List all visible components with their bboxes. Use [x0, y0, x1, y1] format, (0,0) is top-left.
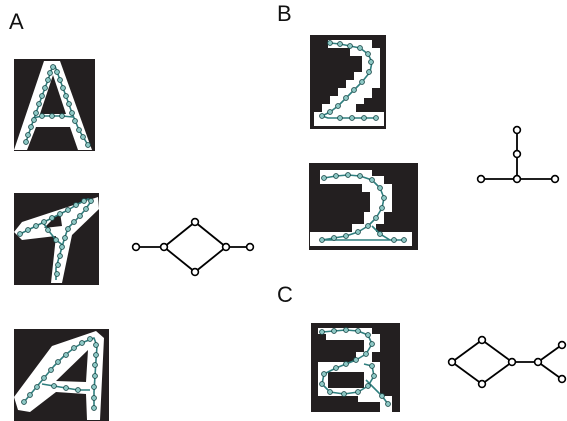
- graph-a-diamond: [131, 217, 255, 277]
- panel-label-c: C: [277, 282, 293, 307]
- graph-c-double-diamond: [447, 335, 567, 389]
- panel-label-a: A: [9, 9, 24, 34]
- digit-2-rotated-image: [309, 163, 418, 250]
- letter-a-slanted-image: [14, 329, 109, 421]
- digit-2-image: [310, 35, 386, 129]
- letter-a-rotated-image: [14, 193, 99, 285]
- digit-looped-image: [311, 323, 400, 412]
- letter-a-upright-image: [14, 59, 95, 151]
- panel-label-b: B: [277, 1, 292, 26]
- graph-b-junction: [476, 125, 560, 184]
